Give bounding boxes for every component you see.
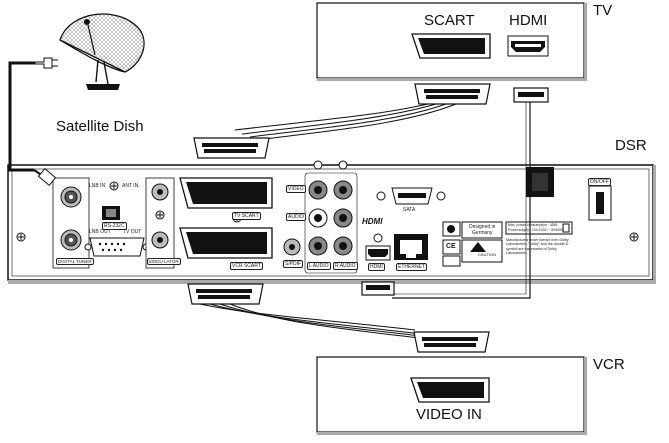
ce-mark: CE xyxy=(446,243,456,250)
tv-title: TV xyxy=(593,2,613,19)
dolby-license-text: Manufactured under license from Dolby La… xyxy=(506,238,569,256)
hdmi-logo: HDMI xyxy=(362,217,383,226)
satellite-dish-label: Satellite Dish xyxy=(56,118,144,135)
dsr-ethernet-port xyxy=(394,234,428,260)
power-consumption-text: Max. power consumption : 45W xyxy=(508,223,558,227)
tv-hdmi-label: HDMI xyxy=(509,12,548,29)
lnb-out-label: LNB OUT xyxy=(89,229,111,235)
digital-tuner-label: DIGITAL TUNER xyxy=(56,258,94,265)
tv-hdmi-port xyxy=(507,35,549,57)
r-audio-label: R AUDIO xyxy=(333,262,358,270)
lnb-in-label: LNB IN xyxy=(89,183,106,189)
tv-out-label: TV OUT xyxy=(123,229,142,235)
tv-scart-port xyxy=(411,33,491,59)
vcr-scart-panel-label: VCR SCART xyxy=(230,262,263,270)
power-block xyxy=(526,167,612,221)
video-label: VIDEO xyxy=(286,185,306,193)
vcr-video-in-label: VIDEO IN xyxy=(416,406,482,423)
tv-scart-label: SCART xyxy=(424,12,475,29)
modulator-label: MODU LATOR xyxy=(147,258,181,265)
sata-port xyxy=(376,187,446,205)
dsr-vcr-scart xyxy=(179,227,273,259)
rs232-top-label: RS-232C xyxy=(102,222,127,230)
power-supply-text: Power supply : 100-240V ~ 50/60Hz xyxy=(508,228,565,232)
vcr-box xyxy=(316,356,587,435)
digital-tuner-block xyxy=(52,177,90,269)
dsr-hdmi-port xyxy=(365,233,391,261)
dsr-title: DSR xyxy=(615,137,647,154)
spdif-label: S/PDIF xyxy=(283,260,304,268)
lnb-cable xyxy=(8,57,58,187)
sata-label: SATA xyxy=(403,207,416,213)
scart-cable-tv xyxy=(193,83,491,159)
hdmi-cable xyxy=(361,87,549,299)
scart-cable-vcr xyxy=(187,283,490,353)
vcr-title: VCR xyxy=(593,356,625,373)
germany-label: Germany xyxy=(472,230,493,236)
tv-scart-panel-label: TV SCART xyxy=(232,212,261,220)
satellite-dish-icon xyxy=(59,13,145,90)
designed-in-label: Designed in xyxy=(469,224,496,230)
modulator-block xyxy=(145,177,175,269)
ethernet-label: ETHERNET xyxy=(396,263,427,271)
l-audio-label: L AUDIO xyxy=(307,262,331,270)
rf-block xyxy=(84,181,150,257)
hdmi-panel-label: HDMI xyxy=(368,263,385,271)
vcr-scart-port xyxy=(410,377,490,403)
ant-in-label: ANT IN xyxy=(122,183,139,189)
on-off-label: ON/OFF xyxy=(588,178,611,186)
info-stickers xyxy=(442,221,573,267)
caution-label: CAUTION xyxy=(478,252,496,257)
rca-jacks xyxy=(283,160,358,274)
audio-label: AUDIO xyxy=(286,213,306,221)
dsr-tv-scart xyxy=(179,177,273,209)
